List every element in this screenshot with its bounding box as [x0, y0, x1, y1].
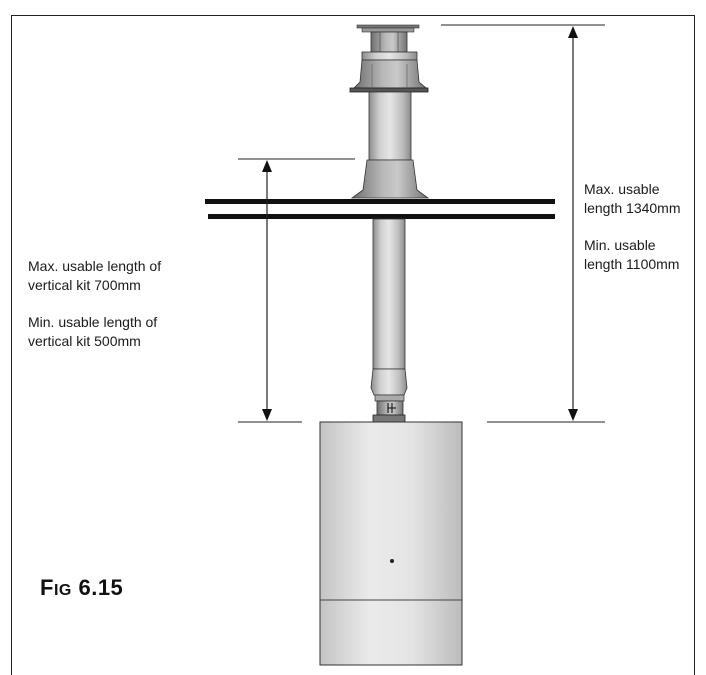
right-min-line1: Min. usable [584, 237, 656, 253]
figure-title-smallcaps: IG [53, 582, 72, 599]
right-max-line1: Max. usable [584, 181, 660, 197]
frame-border-left [11, 15, 12, 675]
upper-flue-pipe [368, 91, 412, 161]
terminal-cap [349, 24, 429, 93]
roof-flashing [350, 159, 430, 199]
left-min-line1: Min. usable length of [28, 314, 158, 330]
figure-title: FIG 6.15 [40, 575, 123, 601]
left-max-line1: Max. usable length of [28, 258, 162, 274]
right-max-line2: length 1340mm [584, 200, 681, 216]
roof-layer-upper [205, 199, 555, 204]
right-dimension-label: Max. usable length 1340mm Min. usable le… [584, 180, 681, 274]
figure-title-number: 6.15 [78, 575, 124, 600]
boiler-unit [319, 421, 463, 666]
frame-border-top [11, 15, 695, 16]
right-dimension [441, 24, 605, 423]
frame-border-right [694, 15, 695, 675]
left-min-line2: vertical kit 500mm [28, 333, 141, 349]
left-dimension-label: Max. usable length of vertical kit 700mm… [28, 257, 161, 351]
left-dimension [238, 158, 355, 423]
roof-layer-lower [208, 214, 555, 219]
figure-title-prefix: F [40, 575, 54, 600]
flue-adaptor [370, 368, 408, 423]
right-min-line2: length 1100mm [584, 256, 680, 272]
lower-flue-pipe [372, 218, 406, 370]
left-max-line2: vertical kit 700mm [28, 277, 141, 293]
